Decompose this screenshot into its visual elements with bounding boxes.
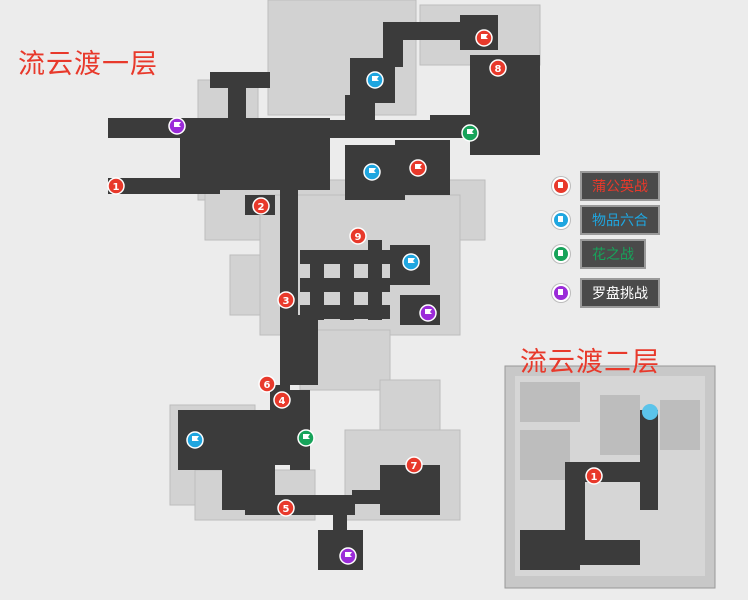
numbered-marker-floor1-3 [277,291,295,309]
numbered-marker-label: 7 [411,461,418,472]
numbered-markers: 1 2 3 4 5 6 7 8 9 1 [107,59,603,517]
green-flag-icon [552,245,570,263]
flag-glyph [372,76,379,84]
legend-item-blue: 物品六合 [552,205,660,235]
flag-glyph [481,34,488,42]
blue-flag-icon [552,211,570,229]
numbered-marker-label: 1 [113,182,120,193]
numbered-marker-label: 8 [495,64,502,75]
flag-glyph [345,552,352,560]
numbered-marker-label: 2 [258,202,265,213]
flag-glyph [369,168,376,176]
floor1-title: 流云渡一层 [18,49,158,80]
flag-glyph [192,436,199,444]
numbered-marker-label: 6 [264,380,271,391]
numbered-marker-floor1-8 [489,59,507,77]
flag-glyph [303,434,310,442]
flag-glyph [415,164,422,172]
flag-glyph [408,258,415,266]
purple-flag-icon [552,284,570,302]
legend-item-purple: 罗盘挑战 [552,278,660,308]
numbered-marker-floor1-6 [258,375,276,393]
legend-item-red: 蒲公英战 [552,171,660,201]
numbered-marker-floor1-1 [107,177,125,195]
flag-glyph [425,309,432,317]
flag-markers [168,29,493,565]
legend-item-green: 花之战 [552,239,646,269]
numbered-marker-floor1-5 [277,499,295,517]
numbered-marker-label: 9 [355,232,362,243]
numbered-marker-label: 3 [283,296,290,307]
numbered-marker-label: 5 [283,504,290,515]
numbered-marker-floor1-9 [349,227,367,245]
floor2-title: 流云渡二层 [520,347,660,378]
legend-label: 物品六合 [580,205,660,235]
numbered-marker-floor1-4 [273,391,291,409]
legend-label: 罗盘挑战 [580,278,660,308]
floor1-paths [108,15,540,570]
numbered-marker-floor2-1 [585,467,603,485]
red-flag-icon [552,177,570,195]
floor2-inset [504,365,716,589]
flag-glyph [174,122,181,130]
legend-label: 花之战 [580,239,646,269]
flag-glyph [467,129,474,137]
legend-label: 蒲公英战 [580,171,660,201]
numbered-marker-floor1-2 [252,197,270,215]
numbered-marker-label: 1 [591,472,598,483]
numbered-marker-label: 4 [279,396,286,407]
numbered-marker-floor1-7 [405,456,423,474]
